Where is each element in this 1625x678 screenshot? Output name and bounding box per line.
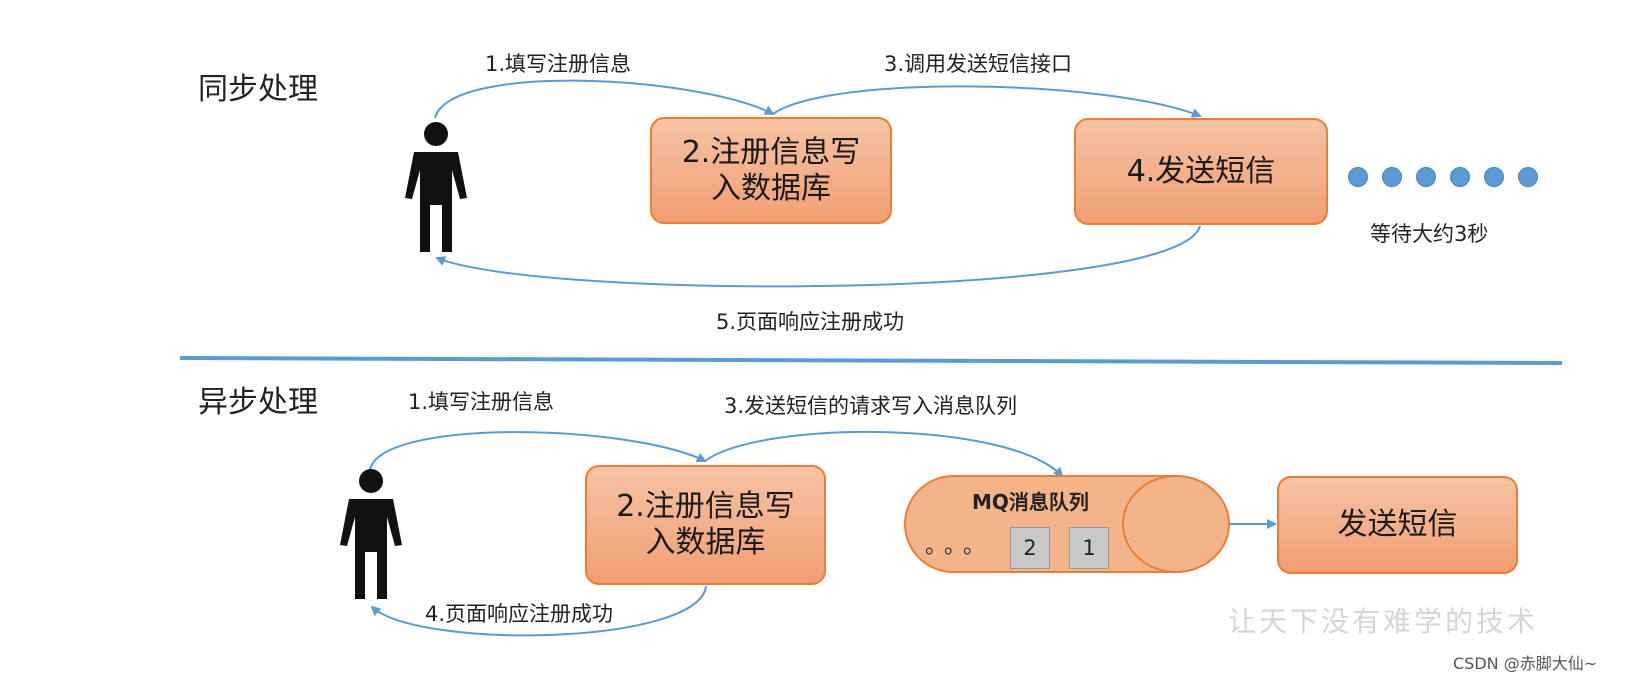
async-user-icon	[340, 469, 402, 599]
sync-arrow-user-to-db	[434, 79, 775, 119]
async-arrow-db-to-user	[370, 585, 707, 637]
csdn-credit: CSDN @赤脚大仙~	[1453, 654, 1598, 673]
mq-queue-shape	[904, 475, 1230, 573]
sync-arrow-sms-to-user	[435, 225, 1201, 288]
async-step4-label: 4.页面响应注册成功	[425, 602, 614, 626]
async-db-box-line1: 2.注册信息写	[616, 489, 795, 524]
sync-step3-label: 3.调用发送短信接口	[884, 52, 1073, 76]
sync-db-box-line1: 2.注册信息写	[681, 134, 861, 170]
wait-dot	[1450, 167, 1470, 187]
async-section-title: 异步处理	[198, 385, 318, 420]
mq-queue-ellipsis: 。。。	[925, 534, 994, 559]
sync-user-icon	[405, 122, 467, 252]
async-step3-label: 3.发送短信的请求写入消息队列	[724, 394, 1018, 418]
sync-arrow-db-to-sms	[772, 85, 1202, 118]
mq-message-2: 2	[1010, 527, 1050, 569]
async-arrow-db-to-mq	[704, 430, 1064, 478]
sync-step5-label: 5.页面响应注册成功	[716, 310, 905, 334]
sync-db-box-line2: 入数据库	[711, 170, 831, 206]
mq-queue-title: MQ消息队列	[972, 490, 1089, 514]
sync-db-box: 2.注册信息写 入数据库	[650, 117, 892, 224]
sync-step1-label: 1.填写注册信息	[485, 52, 632, 76]
async-sms-box-label: 发送短信	[1337, 507, 1458, 542]
wait-dot	[1416, 167, 1436, 187]
wait-dot	[1382, 167, 1402, 187]
async-arrow-user-to-db	[369, 431, 707, 471]
async-db-box: 2.注册信息写 入数据库	[585, 465, 826, 585]
wait-dot	[1484, 167, 1504, 187]
wait-dot	[1348, 167, 1368, 187]
async-sms-box: 发送短信	[1277, 476, 1518, 574]
mq-message-1: 1	[1069, 527, 1109, 569]
sync-section-title: 同步处理	[198, 72, 318, 107]
watermark-text: 让天下没有难学的技术	[1228, 605, 1539, 638]
sync-sms-box: 4.发送短信	[1074, 118, 1328, 225]
section-divider	[179, 356, 1563, 365]
sync-sms-box-label: 4.发送短信	[1126, 153, 1276, 189]
async-step1-label: 1.填写注册信息	[408, 390, 555, 414]
sync-wait-dots	[1348, 167, 1538, 187]
wait-dot	[1518, 167, 1538, 187]
sync-wait-label: 等待大约3秒	[1370, 222, 1489, 246]
async-db-box-line2: 入数据库	[645, 525, 766, 560]
